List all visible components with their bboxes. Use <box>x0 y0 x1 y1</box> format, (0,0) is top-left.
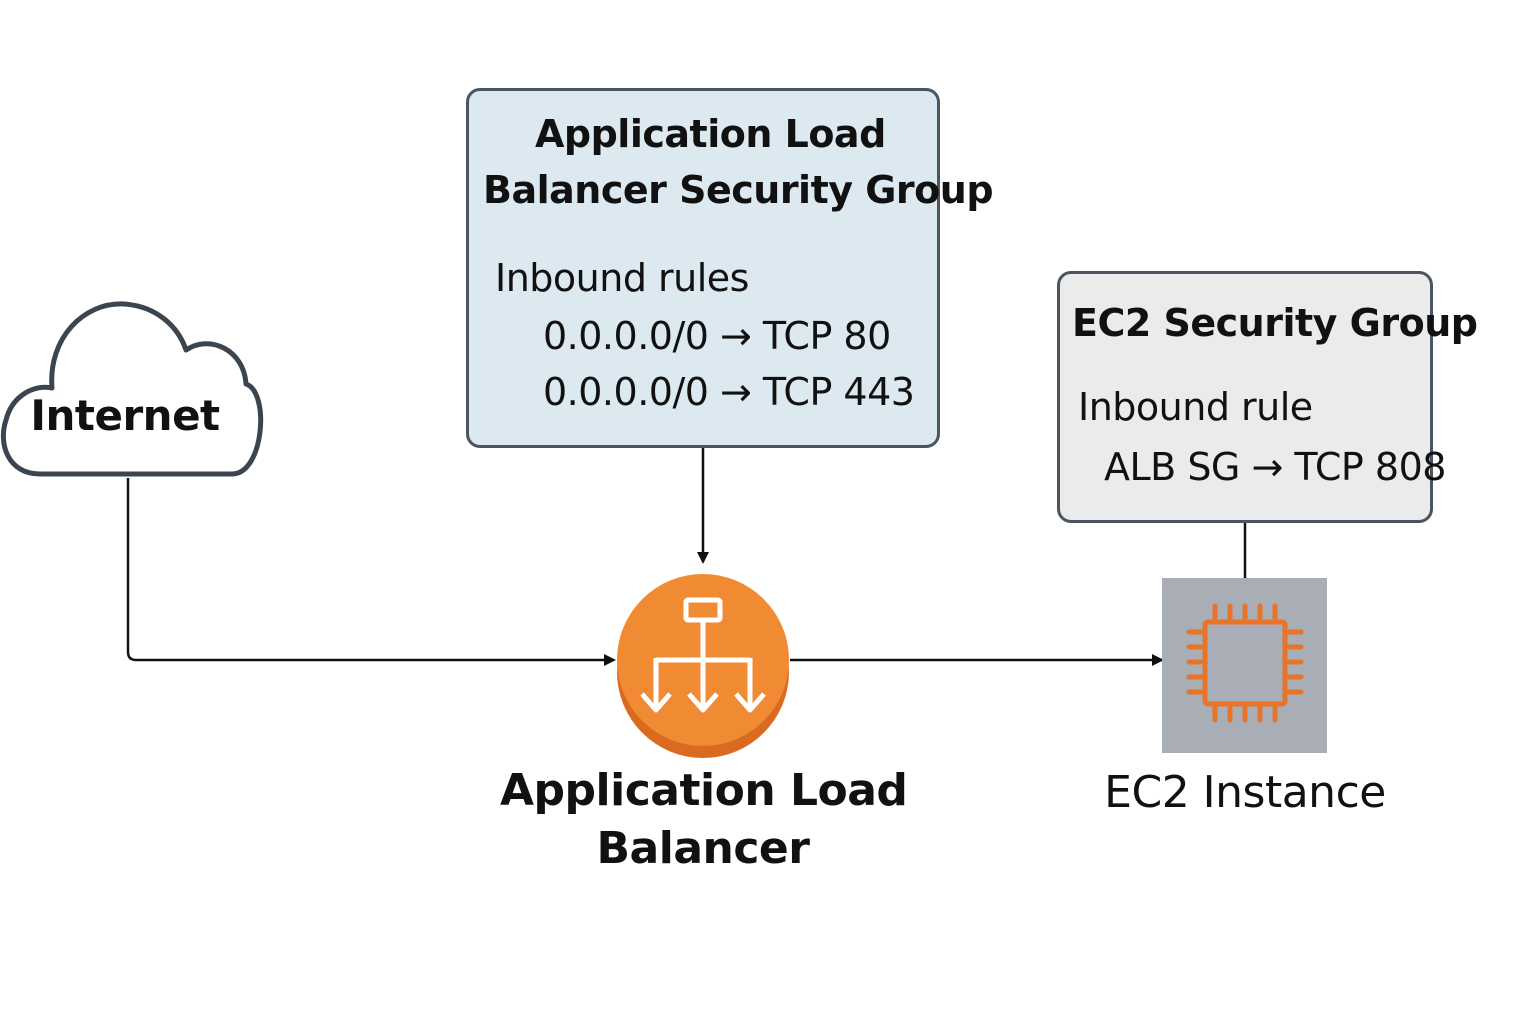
chip-icon <box>1162 578 1327 753</box>
ec2-security-group-box: EC2 Security Group Inbound rule ALB SG →… <box>1057 271 1478 523</box>
alb-label-line2: Balancer <box>596 823 810 874</box>
ec2-sg-inbound-label: Inbound rule <box>1078 385 1313 429</box>
alb-sg-rule-2: 0.0.0.0/0 → TCP 443 <box>543 370 915 414</box>
alb-sg-title-line1: Application Load <box>535 112 886 156</box>
alb-sg-title-line2: Balancer Security Group <box>483 168 994 212</box>
internet-label: Internet <box>30 391 220 440</box>
ec2-sg-title: EC2 Security Group <box>1072 301 1478 345</box>
ec2-instance-label: EC2 Instance <box>1104 767 1386 818</box>
alb-sg-rule-1: 0.0.0.0/0 → TCP 80 <box>543 314 891 358</box>
alb-sg-inbound-label: Inbound rules <box>495 256 749 300</box>
alb-security-group-box: Application Load Balancer Security Group… <box>466 88 994 448</box>
cloud-icon <box>0 301 264 477</box>
alb-label-line1: Application Load <box>500 765 908 816</box>
ec2-sg-rule-1: ALB SG → TCP 808 <box>1104 445 1446 489</box>
load-balancer-icon <box>617 574 789 758</box>
internet-to-alb-connector <box>126 478 616 666</box>
